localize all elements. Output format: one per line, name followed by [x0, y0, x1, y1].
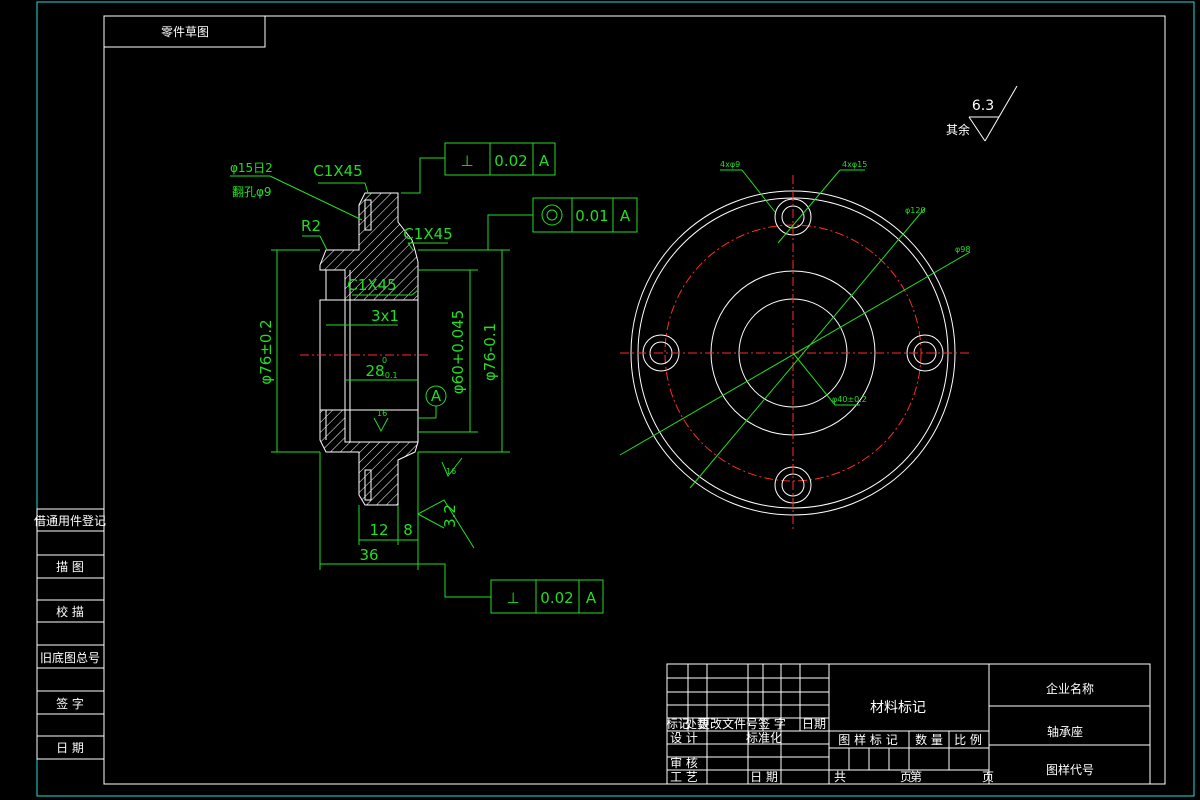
roughness-note: 其余 — [946, 122, 970, 137]
panel-row-old-number: 旧底图总号 — [40, 650, 100, 665]
header-mark: 标记 — [666, 717, 690, 731]
header-count: 处数 — [685, 716, 709, 731]
dim-12: 12 — [369, 521, 388, 539]
hole-note-2: 翻孔φ9 — [232, 185, 272, 199]
hole-note-1: φ15日2 — [230, 161, 273, 175]
panel-row-trace: 描 图 — [56, 560, 84, 574]
panel-row-signature: 签 字 — [56, 696, 84, 711]
sheet-no-label: 第 — [910, 770, 922, 784]
row-standardization: 标准化 — [746, 731, 782, 745]
tol-frame-3-datum: A — [586, 589, 597, 607]
side-section-view: φ76±0.2 φ60+0.045 φ76-0.1 3x1 28 0 -0.1 … — [230, 142, 638, 614]
roughness-16-inner: 16 — [377, 409, 387, 418]
dim-bore: φ60+0.045 — [449, 310, 467, 395]
panel-row-register: 借通用件登记 — [34, 513, 106, 528]
stage-label: 图 样 标 记 — [838, 732, 897, 747]
drawing-frame: 零件草图 — [36, 1, 1195, 797]
chamfer-inner: C1X45 — [347, 276, 396, 294]
label-phi120: φ120 — [905, 206, 926, 215]
panel-row-date: 日 期 — [56, 741, 84, 755]
title-block: 标记 处数 更改文件号 签 字 日期 设 计 标准化 审 核 工 艺 日 期 材… — [666, 663, 1151, 785]
chamfer-top: C1X45 — [313, 162, 362, 180]
left-registration-panel: 借通用件登记 描 图 校 描 旧底图总号 签 字 日 期 — [34, 508, 106, 760]
sheet-total-label: 共 — [834, 770, 846, 784]
tol-frame-1-datum: A — [539, 152, 550, 170]
dim-8: 8 — [403, 521, 413, 539]
datum-a-label: A — [431, 387, 442, 405]
header-signature: 签 字 — [758, 716, 786, 731]
part-name: 轴承座 — [1047, 724, 1083, 739]
label-phi98: φ98 — [955, 245, 970, 254]
tol-frame-3-value: 0.02 — [540, 589, 573, 607]
roughness-symbol-general: 6.3 其余 — [946, 85, 1018, 142]
dim-outer-right: φ76-0.1 — [481, 323, 499, 381]
label-4x9: 4xφ9 — [720, 160, 740, 169]
tol-frame-1-symbol: ⊥ — [460, 152, 473, 170]
label-phi40: φ40±0.2 — [832, 395, 867, 404]
dim-28: 28 — [365, 362, 384, 380]
drawing-code: 图样代号 — [1046, 762, 1094, 777]
label-4x15: 4xφ15 — [842, 160, 867, 169]
company-name: 企业名称 — [1046, 681, 1094, 696]
material-title: 材料标记 — [870, 700, 926, 716]
quantity-label: 数 量 — [915, 732, 943, 747]
roughness-3-2: 3.2 — [441, 504, 459, 528]
chamfer-right: C1X45 — [403, 225, 452, 243]
row-review: 审 核 — [670, 755, 698, 770]
header-date: 日期 — [802, 717, 826, 731]
dim-28-tol-top: 0 — [382, 356, 387, 365]
row-process-date: 日 期 — [750, 770, 778, 784]
tol-frame-1-value: 0.02 — [494, 152, 527, 170]
sheet-no-page-label: 页 — [982, 770, 994, 784]
header-change-doc: 更改文件号 — [698, 716, 758, 731]
roughness-16-outer: 16 — [446, 467, 456, 476]
tol-frame-2-symbol: ◎ — [545, 207, 558, 225]
dim-36: 36 — [359, 546, 378, 564]
dim-outer-left: φ76±0.2 — [257, 319, 275, 384]
row-design: 设 计 — [670, 731, 698, 745]
roughness-value: 6.3 — [972, 98, 994, 114]
tol-frame-2-value: 0.01 — [575, 207, 608, 225]
tol-frame-3-symbol: ⊥ — [506, 589, 519, 607]
front-view: 4xφ9 4xφ15 φ120 φ98 φ40±0.2 — [619, 160, 970, 530]
fillet-r2: R2 — [301, 217, 321, 235]
dim-3x1: 3x1 — [371, 307, 399, 325]
sheet-total-page-label: 页 — [900, 770, 912, 784]
stamp-top-left: 零件草图 — [161, 25, 209, 39]
panel-row-check: 校 描 — [56, 604, 84, 619]
tol-frame-2-datum: A — [620, 207, 631, 225]
row-process: 工 艺 — [670, 770, 698, 784]
dim-28-tol-bottom: -0.1 — [382, 371, 398, 380]
scale-label: 比 例 — [954, 733, 982, 747]
